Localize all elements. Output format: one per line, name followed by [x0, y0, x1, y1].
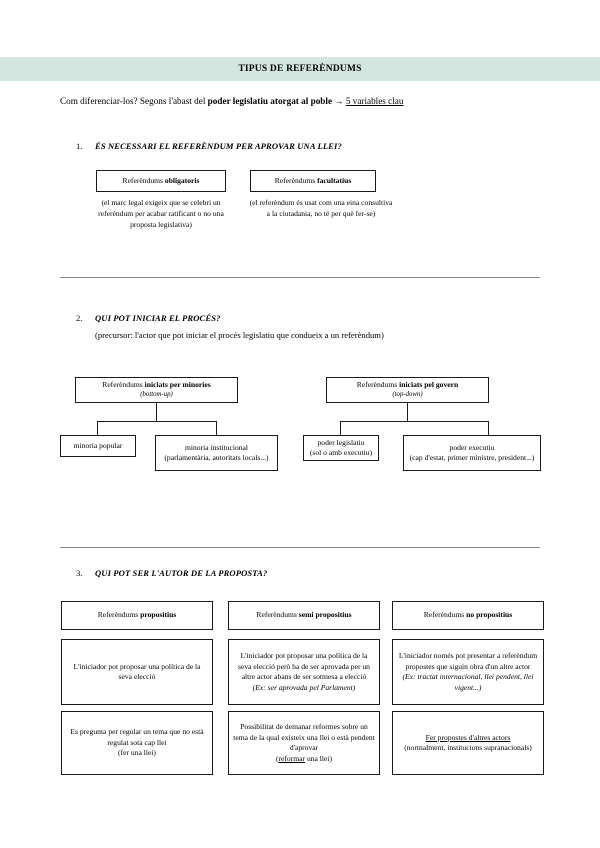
intro-text-underlined: 5 variables clau [345, 96, 404, 106]
box-title-bold: facultatius [317, 175, 352, 185]
section-3-number: 3. [76, 568, 83, 578]
section-1-box-facultatius: Referèndums facultatius [250, 170, 376, 192]
cell-note-rest: una llei) [305, 753, 333, 763]
connector-left-bar [97, 421, 216, 422]
cell-note: (normalment, institucions supranacionals… [404, 743, 532, 752]
section-3-heading: QUI POT SER L'AUTOR DE LA PROPOSTA? [95, 568, 268, 578]
cell-text-underlined: Fer propostes d'altres actors [425, 732, 511, 742]
branch-title-bold: iniciats pel govern [399, 379, 459, 389]
table-cell-propositius-usage: Es pregunta per regular un tema que no e… [61, 711, 213, 775]
section-1-number: 1. [76, 141, 83, 151]
section-2-child-poder-executiu: poder executiu (cap d'estat, primer mini… [403, 435, 541, 471]
intro-arrow: → [332, 96, 346, 106]
connector-right-child1 [340, 421, 341, 435]
section-2-child-minoria-institucional: minoria institucional (parlamentària, au… [155, 435, 278, 471]
branch-title-plain: Referèndums [102, 379, 145, 389]
box-title-plain: Referèndums [122, 175, 165, 185]
table-header-propositius: Referèndums propositius [61, 601, 213, 630]
cell-text: L'iniciador pot proposar una política de… [73, 661, 201, 682]
cell-text: Possibilitat de demanar reformes sobre u… [233, 722, 375, 752]
cell-note-paren: ( [275, 753, 279, 763]
section-2-heading: QUI POT INICIAR EL PROCÉS? [95, 313, 221, 323]
table-cell-semi-propositius-definition: L'iniciador pot proposar una política de… [228, 639, 380, 705]
section-2-branch-left-title: Referèndums iniciats per minories (botto… [75, 377, 238, 403]
connector-right-bar [340, 421, 488, 422]
cell-text: L'iniciador només pot presentar a referè… [398, 651, 538, 671]
header-plain: Referèndums [97, 610, 141, 620]
child-label: minoria institucional [184, 442, 249, 452]
section-2-number: 2. [76, 313, 83, 323]
cell-note: (fer una llei) [118, 748, 156, 758]
box-title-bold: obligatoris [164, 175, 200, 185]
section-divider-1 [60, 277, 540, 278]
header-plain: Referèndums [423, 610, 467, 620]
intro-paragraph: Com diferenciar-los? Segons l'abast del … [60, 95, 560, 108]
table-cell-propositius-definition: L'iniciador pot proposar una política de… [61, 639, 213, 705]
section-2-child-poder-legislatiu: poder legislatiu (sol o amb executiu) [303, 435, 379, 461]
branch-title-italic: (bottom-up) [140, 391, 173, 398]
table-header-semi-propositius: Referèndums semi propositius [228, 601, 380, 630]
header-bold: no propositius [466, 610, 513, 620]
section-2-subheading: (precursor: l'actor que pot iniciar el p… [95, 330, 384, 340]
child-sub: (cap d'estat, primer ministre, president… [409, 453, 535, 462]
document-title-banner: TIPUS DE REFERÈNDUMS [0, 57, 600, 81]
table-cell-no-propositius-usage: Fer propostes d'altres actors (normalmen… [392, 711, 544, 775]
section-1-box-obligatoris: Referèndums obligatoris [96, 170, 226, 192]
section-1-desc-facultatius: (el referèndum és usat com una eina cons… [249, 198, 393, 218]
header-plain: Referèndums [256, 610, 299, 620]
box-title-plain: Referèndums [274, 175, 318, 185]
cell-example: (Ex: ser aprovada pel Parlament) [252, 682, 356, 692]
child-label: poder legislatiu [317, 437, 365, 447]
connector-left-stem [156, 403, 157, 421]
branch-title-bold: iniciats per minories [144, 379, 211, 389]
cell-text: L'iniciador pot proposar una política de… [238, 651, 370, 681]
connector-right-stem [407, 403, 408, 421]
child-label: minoria popular [73, 440, 123, 450]
intro-text-part1: Com diferenciar-los? Segons l'abast del [60, 96, 208, 106]
cell-example: (Ex: tractat internacional, llei pendent… [402, 672, 534, 692]
section-1-heading: ÉS NECESSARI EL REFERÈNDUM PER APROVAR U… [95, 141, 342, 151]
table-cell-semi-propositius-usage: Possibilitat de demanar reformes sobre u… [228, 711, 380, 775]
intro-text-bold: poder legislatiu atorgat al poble [207, 96, 333, 106]
header-bold: semi propositius [298, 610, 352, 620]
connector-right-child2 [488, 421, 489, 435]
child-sub: (sol o amb executiu) [309, 448, 373, 457]
table-cell-no-propositius-definition: L'iniciador només pot presentar a referè… [392, 639, 544, 705]
section-divider-2 [60, 547, 540, 548]
header-bold: propositius [140, 610, 177, 620]
connector-left-child2 [216, 421, 217, 435]
branch-title-plain: Referèndums [356, 379, 400, 389]
section-1-desc-obligatoris: (el marc legal exigeix que se celebri un… [98, 198, 224, 229]
table-header-no-propositius: Referèndums no propositius [392, 601, 544, 630]
cell-text: Es pregunta per regular un tema que no e… [70, 727, 204, 747]
connector-left-child1 [97, 421, 98, 435]
child-label: poder executiu [449, 442, 495, 452]
page-title: TIPUS DE REFERÈNDUMS [238, 64, 362, 74]
section-2-child-minoria-popular: minoria popular [60, 435, 136, 457]
section-2-branch-right-title: Referèndums iniciats pel govern (top-dow… [326, 377, 489, 403]
cell-note-underlined: reformar [278, 753, 306, 763]
branch-title-italic: (top-down) [392, 391, 423, 398]
child-sub: (parlamentària, autoritats locals...) [164, 453, 269, 462]
